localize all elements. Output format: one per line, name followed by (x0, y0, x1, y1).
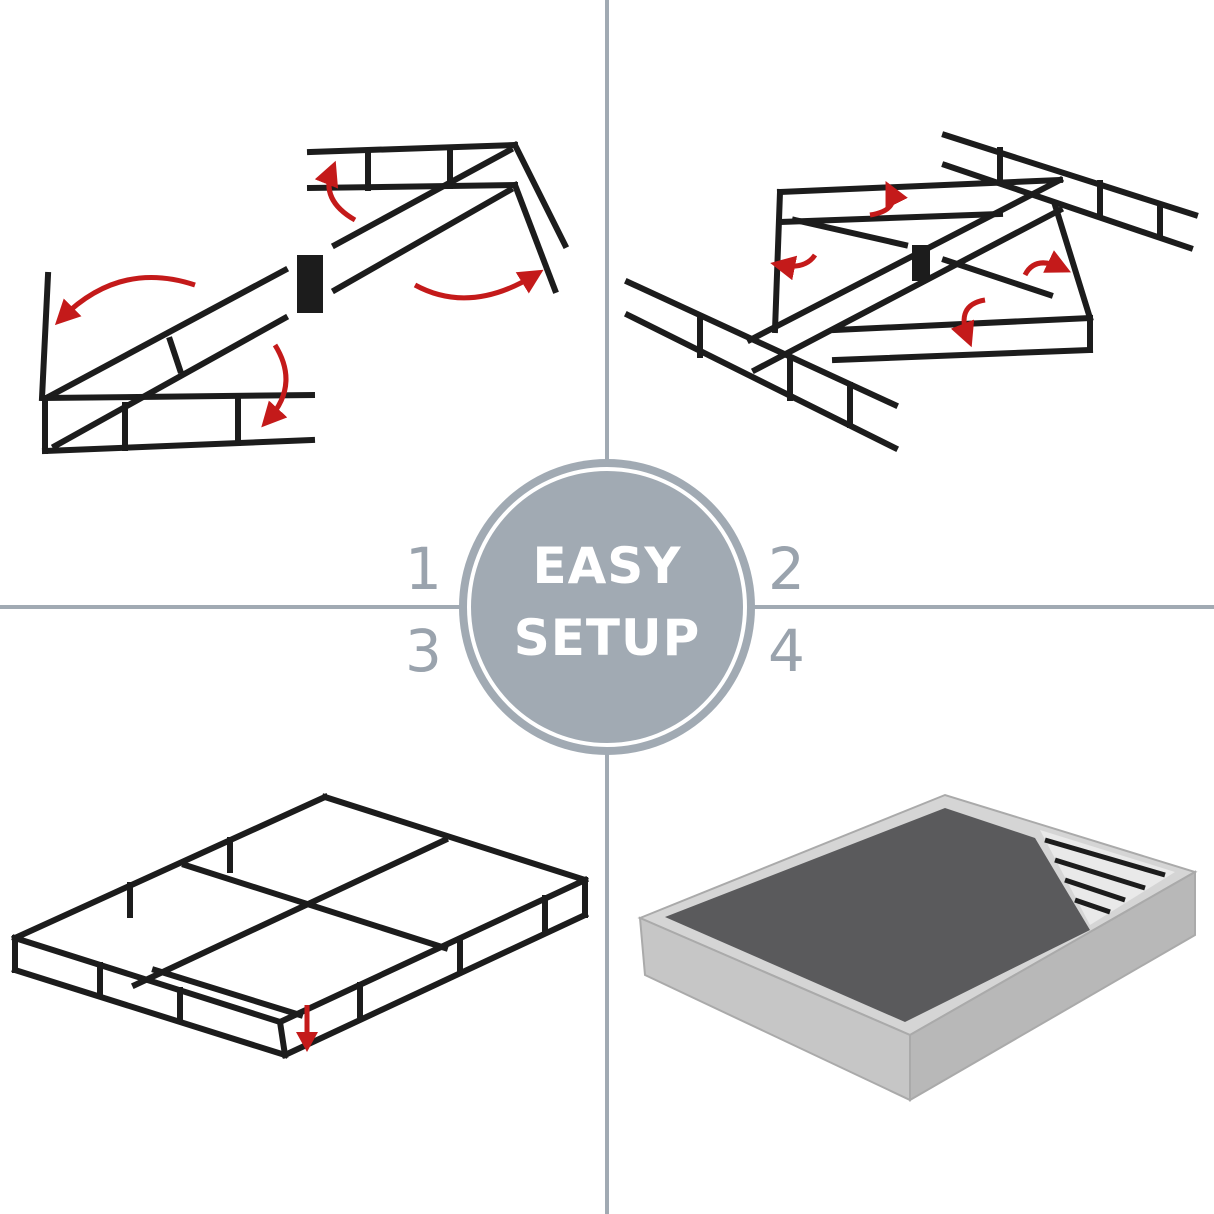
step-number-2: 2 (768, 535, 805, 603)
lock-arrow (296, 1005, 318, 1052)
step-number-3: 3 (405, 617, 442, 685)
open-arrows (770, 181, 1072, 348)
covered-box-spring-illustration (637, 793, 1198, 1102)
badge-line-1: EASY (532, 537, 682, 595)
step-number-1: 1 (405, 535, 442, 603)
easy-setup-badge (459, 459, 755, 755)
bed-frame-opening-illustration (623, 131, 1199, 453)
unfold-arrows (54, 160, 544, 428)
badge-line-2: SETUP (513, 609, 701, 667)
assembled-bed-frame-illustration (11, 793, 589, 1059)
step-number-4: 4 (768, 617, 805, 685)
badge-title: EASY SETUP (475, 530, 739, 674)
bed-frame-unfolding-illustration (38, 140, 570, 455)
